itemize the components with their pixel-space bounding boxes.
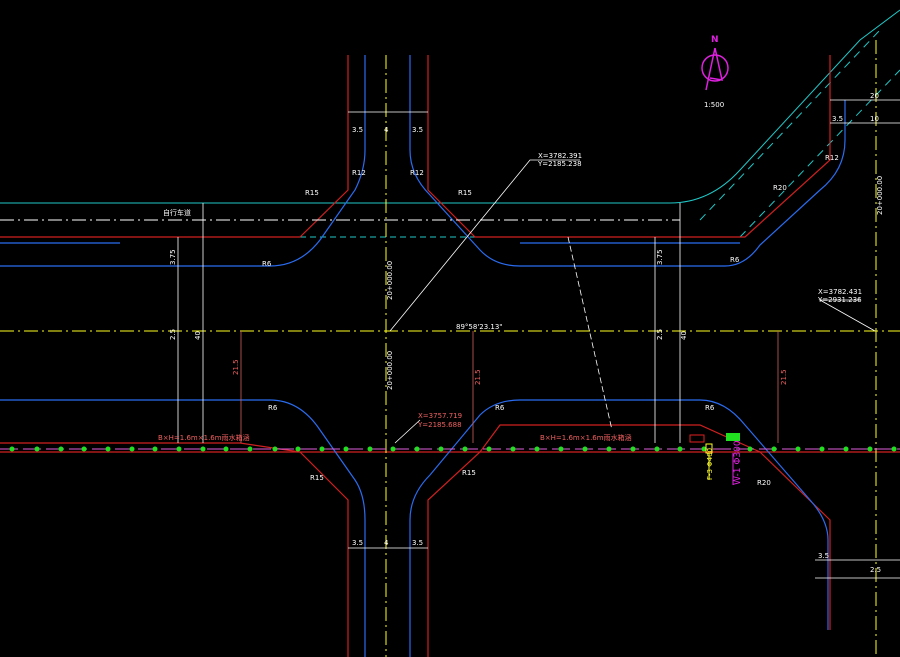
dim-label: 40 — [680, 331, 688, 340]
dim-label: 40 — [194, 331, 202, 340]
radius-label: R6 — [268, 404, 278, 412]
lane-lines — [0, 55, 846, 657]
station-label-1: 20+000.00 — [386, 261, 394, 300]
radius-label: R15 — [310, 474, 324, 482]
dim-label: 4 — [384, 126, 389, 134]
dimension-lines — [177, 99, 900, 579]
dim-label: 21.5 — [232, 359, 240, 375]
dim-label: 3.5 — [832, 115, 843, 123]
pipe-tag-yellow: F-3 Φ400 — [706, 448, 714, 480]
inlet-symbol — [726, 433, 740, 441]
radius-label: R15 — [458, 189, 472, 197]
storm-pipe — [0, 433, 900, 485]
manhole-nodes — [9, 446, 897, 452]
coord2-x: X=3757.719 — [418, 412, 462, 420]
scale-label: 1:500 — [704, 101, 724, 109]
centerlines — [0, 40, 900, 657]
north-label: N — [711, 35, 719, 45]
dim-label: 3.75 — [656, 249, 664, 265]
dim-label: 2.5 — [870, 566, 881, 574]
north-arrow-icon: N — [701, 35, 729, 91]
valve-symbol — [689, 434, 705, 443]
dim-label: 10 — [870, 115, 879, 123]
dim-label: 3.5 — [352, 126, 363, 134]
coord2-y: Y=2185.688 — [417, 421, 462, 429]
dim-label: 3.75 — [169, 249, 177, 265]
station-label-3: 20+000.00 — [876, 176, 884, 215]
coord3-y: Y=2931.236 — [817, 296, 862, 304]
bike-lane-label: 自行车道 — [163, 208, 191, 217]
radius-label: R15 — [462, 469, 476, 477]
dim-label: 4 — [384, 539, 389, 547]
bearing-label: 89°58'23.13" — [456, 323, 503, 331]
dim-label: 3.5 — [818, 552, 829, 560]
dim-label: 2.5 — [169, 329, 177, 340]
culvert-right-label: B×H=1.6m×1.6m雨水箱涵 — [540, 433, 632, 442]
radius-label: R15 — [305, 189, 319, 197]
dim-label: 20 — [870, 92, 879, 100]
dim-label: 21.5 — [780, 369, 788, 385]
pipe-tag-magenta: W-1 Φ300 — [733, 440, 743, 485]
dim-label: 2.5 — [656, 329, 664, 340]
coord1-x: X=3782.391 — [538, 152, 582, 160]
dim-label: 3.5 — [412, 539, 423, 547]
radius-label: R6 — [495, 404, 505, 412]
dim-label: 21.5 — [474, 369, 482, 385]
dim-label: 3.5 — [352, 539, 363, 547]
radius-label: R6 — [705, 404, 715, 412]
coord1-y: Y=2185.238 — [537, 160, 582, 168]
coord3-x: X=3782.431 — [818, 288, 862, 296]
station-label-2: 20+000.00 — [386, 351, 394, 390]
radius-label: R12 — [410, 169, 424, 177]
dim-label: 3.5 — [412, 126, 423, 134]
radius-label: R20 — [757, 479, 771, 487]
radius-label: R20 — [773, 184, 787, 192]
road-edge-lines — [0, 55, 900, 657]
radius-label: R12 — [825, 154, 839, 162]
radius-label: R6 — [262, 260, 272, 268]
sidewalk-lines — [0, 9, 900, 238]
radius-label: R12 — [352, 169, 366, 177]
radius-label: R6 — [730, 256, 740, 264]
culvert-left-label: B×H=1.6m×1.6m雨水箱涵 — [158, 433, 250, 442]
